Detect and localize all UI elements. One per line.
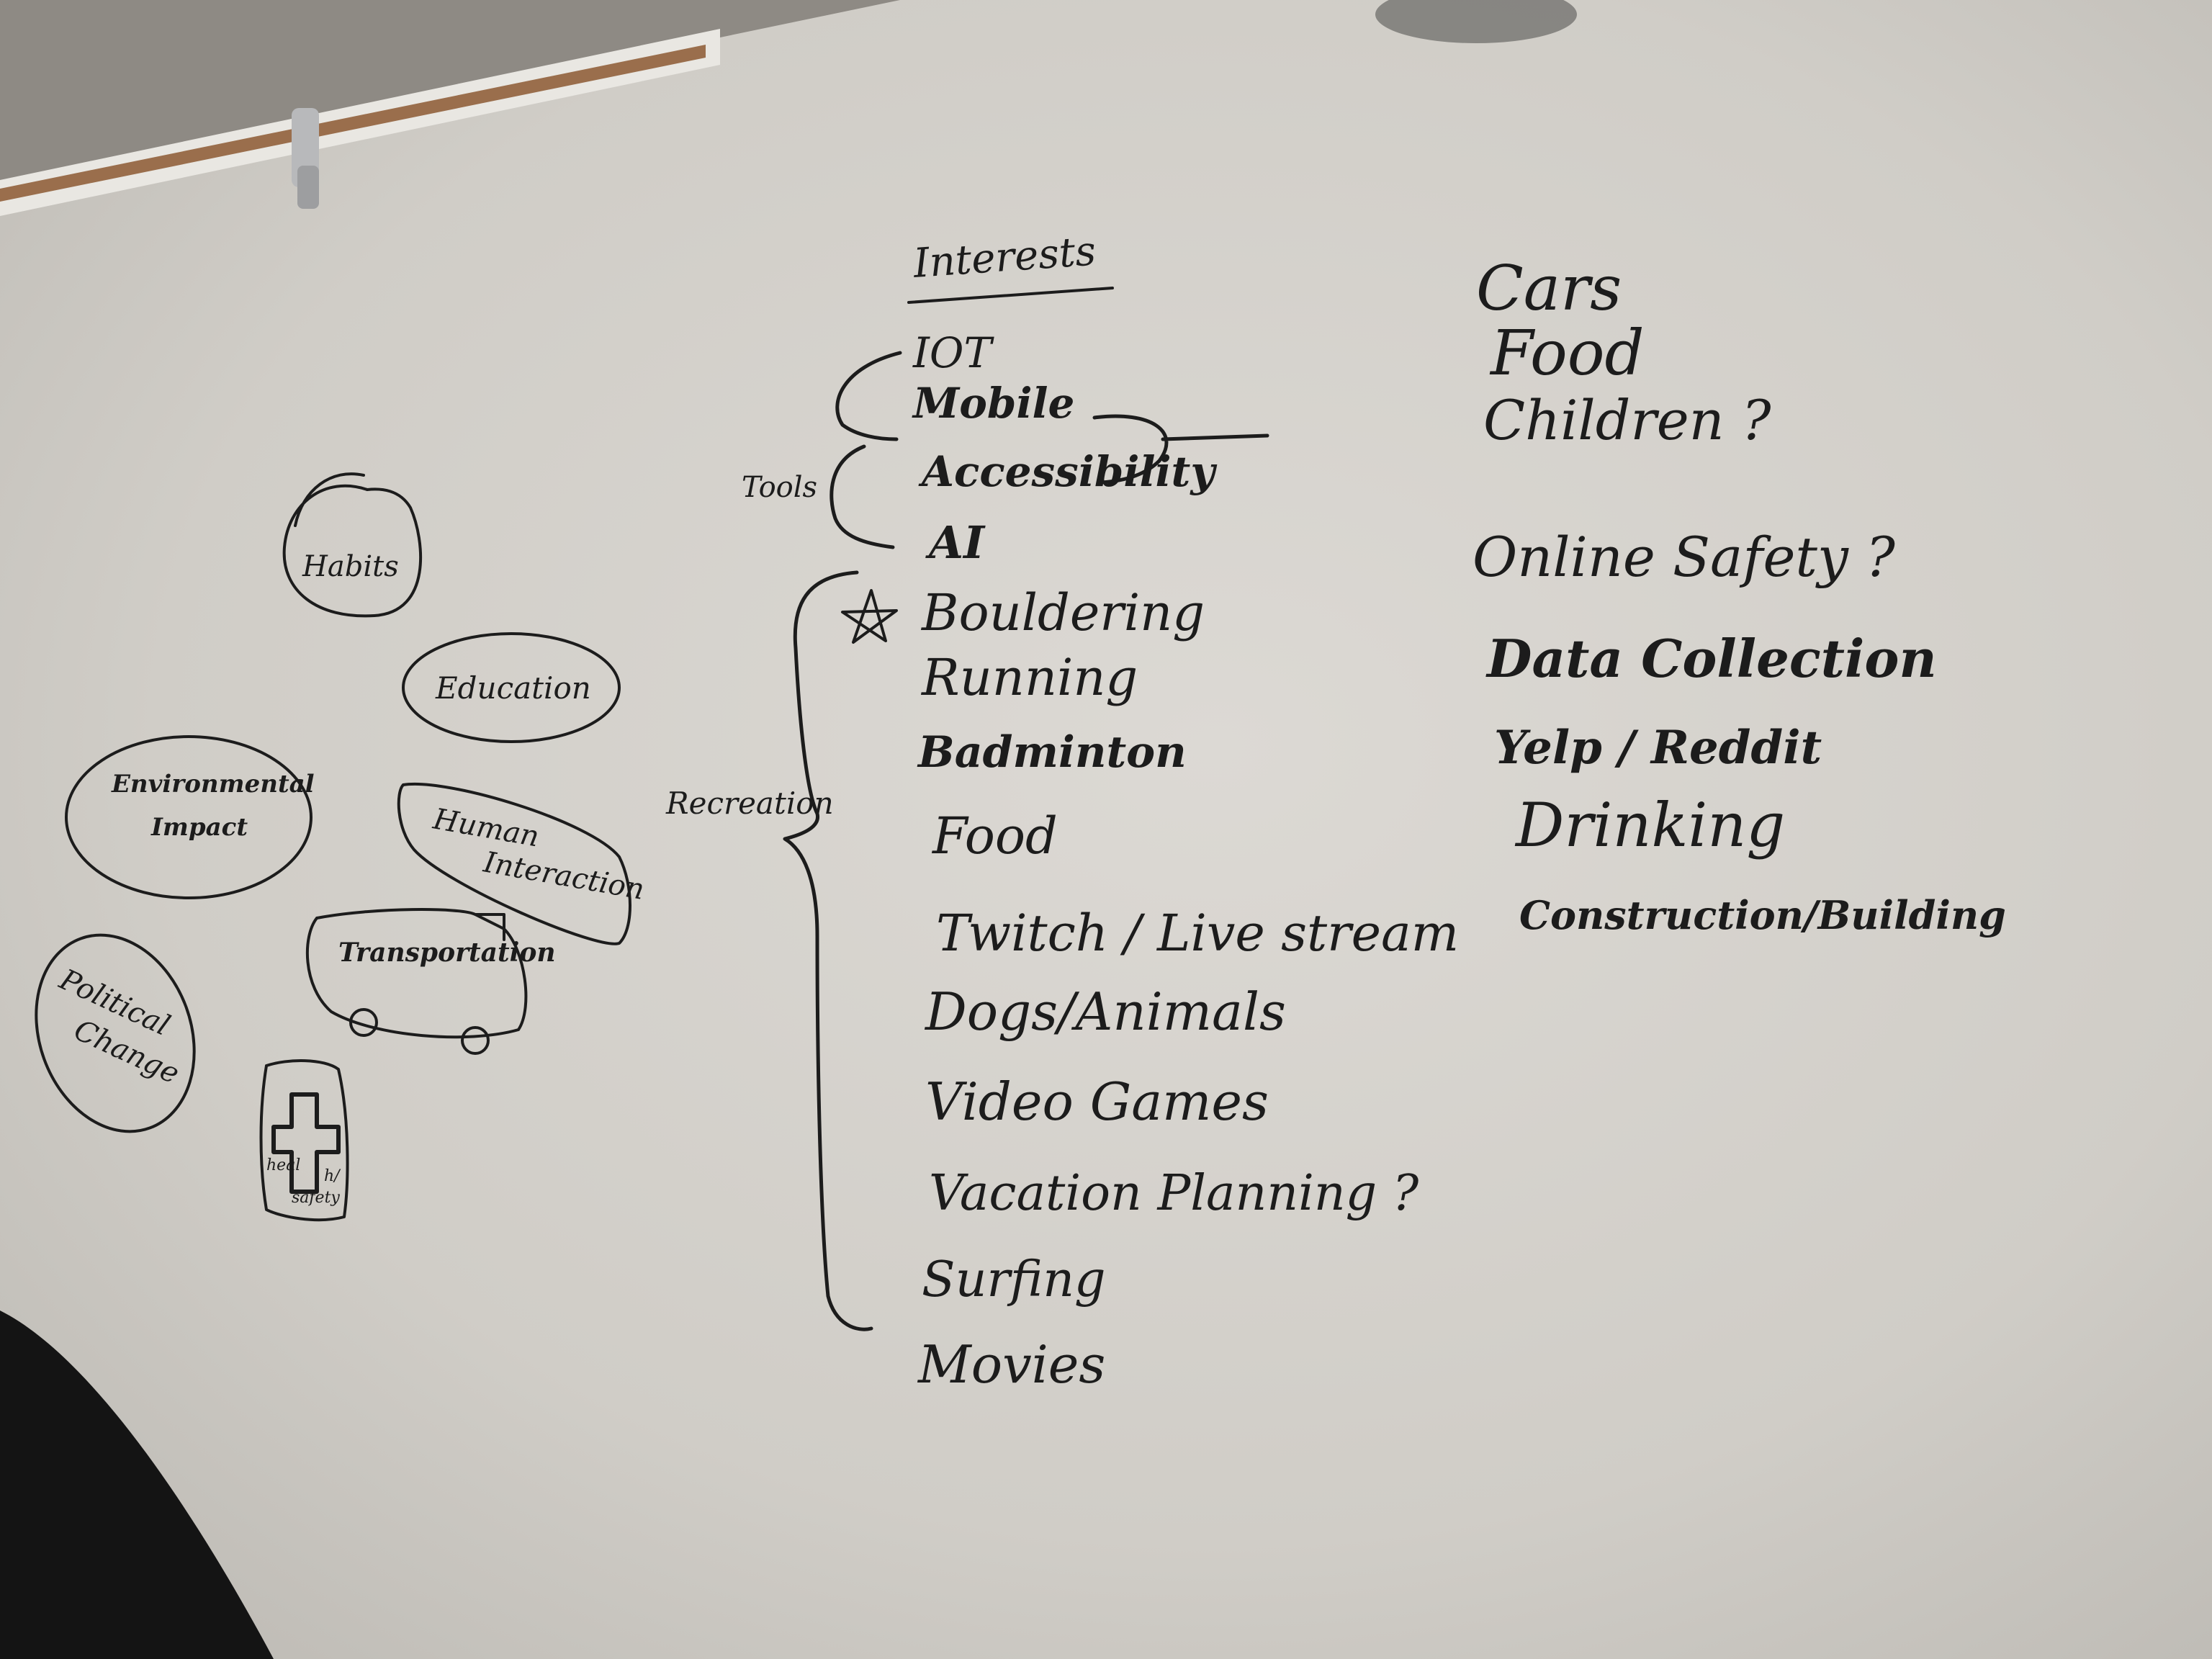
right-item: Food — [1489, 318, 1645, 390]
recreation-label: Recreation — [665, 786, 834, 821]
tools-label: Tools — [742, 471, 817, 504]
right-item: Yelp / Reddit — [1494, 721, 1822, 775]
right-item: Drinking — [1514, 790, 1785, 860]
tool-item: Accessibility — [918, 447, 1218, 496]
recreation-item: Running — [920, 648, 1138, 707]
bubble-habits: Habits — [282, 472, 423, 618]
blurred-object — [1375, 0, 1577, 43]
tool-item: IOT — [912, 328, 994, 377]
foreground-sleeve — [0, 1310, 274, 1659]
svg-text:safety: safety — [292, 1189, 340, 1207]
svg-text:Transportation: Transportation — [338, 938, 556, 968]
bubble-health-safety: heal h/ safety — [259, 1059, 349, 1222]
right-item: Online Safety ? — [1473, 525, 1896, 589]
recreation-item: Twitch / Live stream — [936, 904, 1459, 963]
recreation-item: Movies — [917, 1334, 1105, 1395]
right-item: Data Collection — [1485, 628, 1937, 689]
recreation-item: Food — [931, 806, 1058, 866]
svg-text:Environmental: Environmental — [111, 770, 315, 799]
tool-item: AI — [925, 516, 986, 569]
svg-text:Education: Education — [435, 670, 591, 706]
tools-brace — [830, 351, 902, 549]
bubble-transportation: Transportation — [305, 908, 556, 1055]
cork-strip — [0, 45, 706, 202]
svg-text:Habits: Habits — [302, 550, 399, 583]
recreation-brace — [783, 570, 873, 1331]
svg-text:heal: heal — [266, 1156, 300, 1174]
star-icon — [841, 589, 898, 644]
svg-text:h/: h/ — [324, 1167, 341, 1185]
rail-clip — [292, 108, 319, 209]
medical-cross-icon — [271, 1092, 341, 1194]
svg-text:Impact: Impact — [150, 813, 248, 842]
right-item: Construction/Building — [1519, 892, 2006, 938]
right-item: Children ? — [1483, 388, 1772, 452]
bubble-environmental-impact: Environmental Impact — [65, 735, 315, 899]
accessibility-bracket — [1092, 414, 1269, 485]
right-item: Cars — [1476, 253, 1622, 325]
recreation-item: Badminton — [917, 727, 1187, 778]
recreation-item: Bouldering — [920, 583, 1205, 642]
recreation-item: Video Games — [925, 1071, 1269, 1132]
recreation-item: Vacation Planning ? — [929, 1165, 1419, 1222]
bubble-education: Education — [402, 632, 621, 743]
tool-item: Mobile — [912, 379, 1074, 428]
recreation-item: Surfing — [922, 1251, 1106, 1308]
heading-underline — [907, 287, 1114, 304]
recreation-item: Dogs/Animals — [924, 981, 1286, 1042]
